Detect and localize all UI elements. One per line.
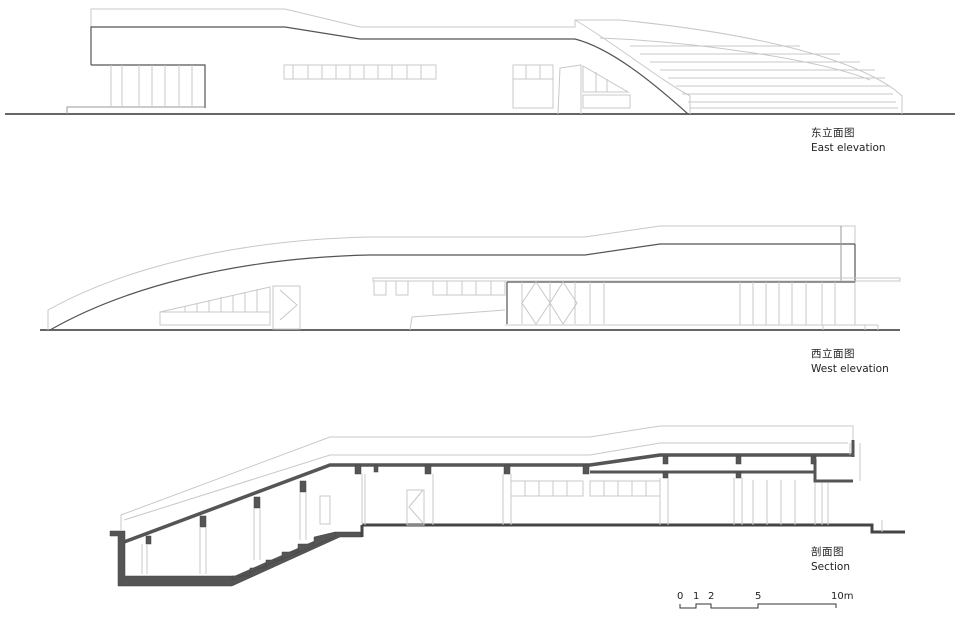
west-elevation-title: 西立面图 West elevation xyxy=(811,347,889,377)
scale-tick-5: 5 xyxy=(755,591,762,602)
scale-tick-1: 1 xyxy=(693,591,700,602)
west-elevation-title-en: West elevation xyxy=(811,363,889,375)
scale-tick-2: 2 xyxy=(708,591,715,602)
east-elevation-title: 东立面图 East elevation xyxy=(811,126,886,156)
section-title-cn: 剖面图 xyxy=(811,546,844,558)
building-section xyxy=(109,425,905,587)
scale-tick-10m: 10m xyxy=(831,591,854,602)
section-title: 剖面图 Section xyxy=(811,545,850,575)
east-elevation-title-en: East elevation xyxy=(811,142,886,154)
scale-bar xyxy=(679,603,837,609)
east-elevation xyxy=(5,8,955,115)
scale-tick-0: 0 xyxy=(677,591,684,602)
west-elevation xyxy=(40,225,901,331)
section-title-en: Section xyxy=(811,561,851,573)
east-elevation-title-cn: 东立面图 xyxy=(811,127,855,139)
west-elevation-title-cn: 西立面图 xyxy=(811,348,855,360)
